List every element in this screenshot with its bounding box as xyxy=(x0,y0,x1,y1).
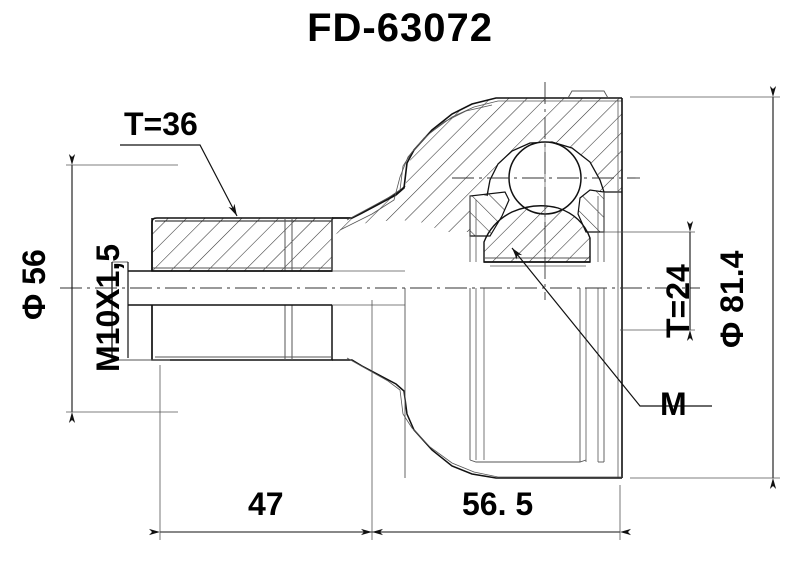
label-t36: T=36 xyxy=(124,106,198,142)
dimension-phi-56 xyxy=(66,154,178,423)
dimension-phi-81-4 xyxy=(630,86,780,489)
centerlines xyxy=(60,82,700,300)
leader-t-36 xyxy=(120,144,238,217)
label-length-47: 47 xyxy=(248,486,284,522)
label-m: M xyxy=(660,386,687,422)
label-length-56-5: 56. 5 xyxy=(462,486,534,522)
dimension-t-24 xyxy=(600,221,695,341)
label-t24: T=24 xyxy=(660,264,696,338)
label-phi-81-4: Φ 81.4 xyxy=(714,250,750,348)
splined-shaft-section xyxy=(151,217,333,272)
outer-race-housing-upper xyxy=(332,90,623,478)
label-m10x15: M10X1,5 xyxy=(90,243,126,372)
internal-bore-lines xyxy=(111,218,405,361)
lower-outline-half xyxy=(151,288,622,479)
label-phi-56: Φ 56 xyxy=(16,249,52,320)
page-title: FD-63072 xyxy=(307,6,493,50)
leader-m xyxy=(511,247,712,407)
dimension-lengths-bottom xyxy=(149,300,631,540)
